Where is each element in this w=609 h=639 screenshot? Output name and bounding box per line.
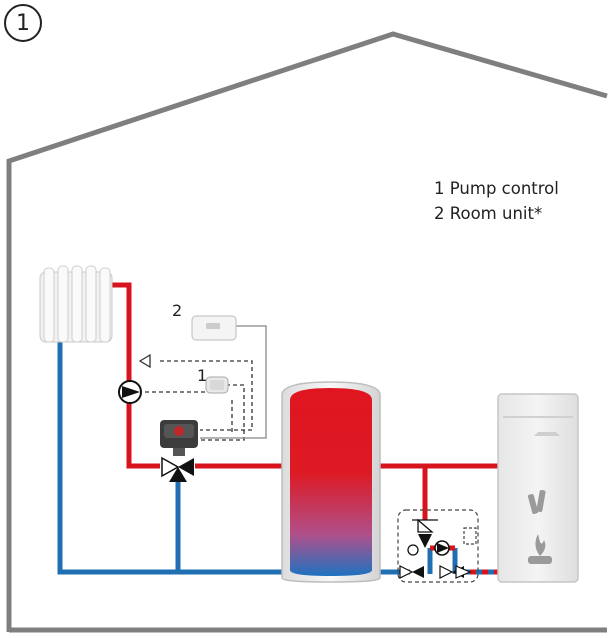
buffer-tank [281,381,381,583]
legend-item-label: Room unit* [449,204,543,223]
flame-icon [535,534,546,556]
loading-unit [397,509,479,583]
legend-item-number: 1 [434,179,445,198]
sensor-icon [138,353,151,369]
mixing-valve-icon [161,456,194,482]
boiler [497,393,579,583]
legend-item: 1 Pump control [434,176,559,201]
legend-item: 2 Room unit* [434,201,559,226]
scheme-number-badge: 1 [4,4,42,42]
legend-item-label: Pump control [449,179,559,198]
pump-icon [118,380,142,404]
room-unit [191,315,237,341]
legend: 1 Pump control 2 Room unit* [434,176,559,226]
return-pipes [57,336,458,575]
pump-control-callout: 1 [197,366,208,385]
valve-actuator [160,420,198,456]
pump-control-unit [205,376,229,394]
house-outline [6,31,608,632]
room-unit-callout: 2 [172,301,183,320]
legend-item-number: 2 [434,204,445,223]
radiator [39,265,113,343]
control-lines [145,325,267,441]
